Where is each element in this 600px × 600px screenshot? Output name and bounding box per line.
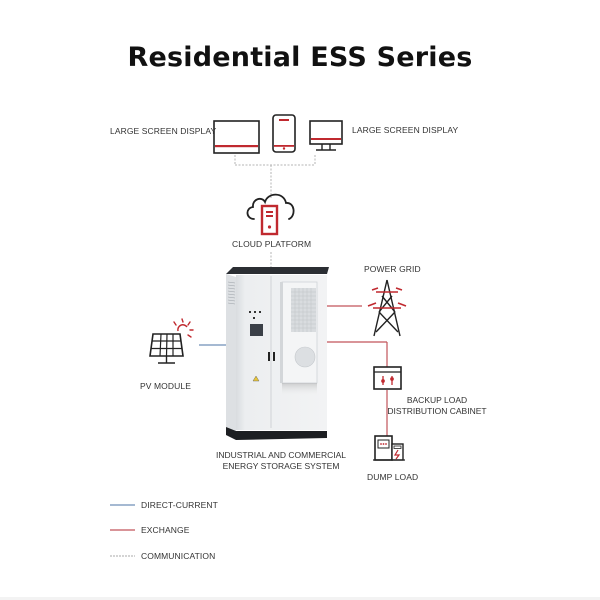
exchange-connector	[327, 305, 388, 436]
large-screen-right-label: LARGE SCREEN DISPLAY	[352, 125, 459, 135]
legend-direct-current: DIRECT-CURRENT	[141, 500, 218, 510]
storage-system-label-line2: ENERGY STORAGE SYSTEM	[222, 461, 340, 471]
dump-load-icon	[373, 435, 405, 461]
pv-module-label: PV MODULE	[140, 381, 191, 391]
bottom-divider	[0, 597, 600, 600]
distribution-cabinet-icon	[373, 366, 402, 390]
legend-exchange: EXCHANGE	[141, 525, 190, 535]
communication-connector	[234, 155, 316, 268]
backup-load-label: BACKUP LOAD DISTRIBUTION CABINET	[387, 395, 487, 417]
storage-system-label: INDUSTRIAL AND COMMERCIAL ENERGY STORAGE…	[206, 450, 356, 472]
dump-load-label: DUMP LOAD	[367, 472, 419, 482]
large-screen-left-label: LARGE SCREEN DISPLAY	[110, 126, 217, 136]
backup-load-label-line2: DISTRIBUTION CABINET	[387, 406, 487, 416]
tablet-icon	[272, 114, 296, 153]
desktop-monitor-icon	[309, 120, 343, 151]
storage-system-label-line1: INDUSTRIAL AND COMMERCIAL	[215, 450, 347, 460]
power-grid-label: POWER GRID	[364, 264, 421, 274]
backup-load-label-line1: BACKUP LOAD	[406, 395, 468, 405]
page-title: Residential ESS Series	[127, 42, 473, 73]
transmission-tower-icon	[367, 279, 407, 337]
cloud-platform-label: CLOUD PLATFORM	[232, 239, 312, 249]
monitor-icon	[213, 120, 260, 154]
cloud-server-icon	[246, 193, 295, 236]
energy-storage-cabinet	[226, 267, 329, 440]
legend-communication: COMMUNICATION	[141, 551, 216, 561]
solar-panel-icon	[149, 318, 194, 364]
